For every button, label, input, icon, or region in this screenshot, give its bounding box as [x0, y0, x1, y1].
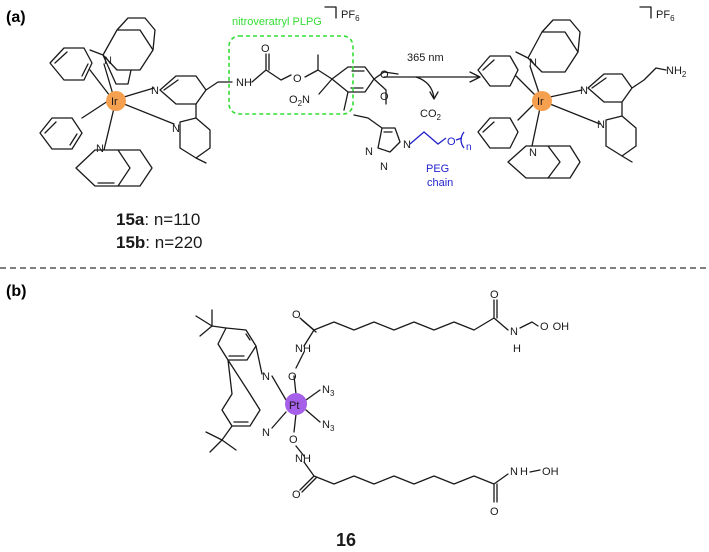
triazole-n-3: N [403, 139, 411, 151]
amide-nh: NH [236, 77, 252, 89]
ir-complex-15: Ir N N N N NH [39, 17, 252, 187]
pt-center [285, 393, 307, 415]
product-ir-center [532, 91, 552, 111]
peg-chain [409, 131, 465, 149]
methoxy-o: O [380, 69, 389, 81]
upper-phenyl [49, 47, 93, 81]
lower-phenyl [39, 117, 83, 150]
azide-lower: N3 [322, 419, 335, 433]
upper-pyridine [217, 327, 263, 375]
tert-butyl-top [195, 309, 227, 337]
carbamate-o-1: O [261, 43, 270, 55]
triazole-n-2: N [380, 161, 388, 173]
wavelength-label: 365 nm [407, 52, 444, 64]
byproduct-co2: CO2 [420, 108, 442, 122]
hydroxamate-n-upper: N [510, 326, 518, 338]
pt-complex-16: Pt N N N3 N3 O O [195, 309, 335, 453]
plpg-highlight-box [228, 35, 354, 115]
compound-16-label: 16 [336, 530, 356, 550]
o-lower: O [289, 434, 298, 446]
ir-center-label: Ir [111, 96, 118, 108]
pt-label: Pt [289, 400, 299, 412]
carbamate-o-2: O [293, 73, 302, 85]
ir-center [106, 91, 126, 111]
bipyridine [159, 75, 233, 164]
peg-label-2: chain [427, 177, 453, 189]
carbonyl-o-lower: O [292, 489, 301, 501]
n-bipy-upper: N [151, 85, 159, 97]
counter-ion-bracket-left [324, 6, 337, 19]
lower-pyridine [221, 359, 261, 427]
carbonyl-o-upper: O [292, 309, 301, 321]
carbamate-linker [251, 53, 333, 83]
product-lower-phenyl [477, 117, 519, 149]
lower-quinoline [75, 149, 153, 187]
product-n-upper: N [529, 57, 537, 69]
hydroxamate-n-lower: N [510, 466, 518, 478]
n-upper-pyridine: N [262, 371, 270, 383]
n-bipy-lower: N [172, 123, 180, 135]
triazole-ring [353, 114, 401, 153]
panel-b-label: (b) [6, 283, 26, 300]
hydroxamate-h-upper: H [513, 343, 521, 355]
compound-15b-label: 15b: n=220 [116, 233, 203, 252]
peg-o: O [447, 136, 456, 148]
product-n-bipy-upper: N [580, 85, 588, 97]
ir-complex-product: Ir N N N N NH2 [477, 19, 687, 179]
upper-quinoline [89, 17, 156, 85]
carbonyl-o-upper-right: O [490, 289, 499, 301]
byproduct-arrow [415, 76, 439, 100]
counter-ion-left: PF6 [341, 9, 360, 23]
counter-ion-right: PF6 [656, 9, 675, 23]
product-lower-quinoline [507, 145, 581, 179]
o-upper: O [288, 371, 297, 383]
product-ir-bonds [515, 65, 601, 147]
ir-bonds [81, 63, 175, 151]
product-bipyridine [587, 67, 667, 163]
plpg-label: nitroveratryl PLPG [232, 16, 322, 28]
nitroveratryl-ring [318, 66, 399, 111]
n-oh-bond-upper [519, 321, 539, 329]
compound-15a-label: 15a: n=110 [116, 210, 200, 229]
hydroxamate-oh-lower: OH [542, 466, 559, 478]
product-upper-quinoline [515, 19, 581, 73]
azide-upper: N3 [322, 384, 335, 398]
triazole-n-1: N [365, 146, 373, 158]
peg-repeat-n: n [466, 142, 472, 153]
product-n-lower: N [529, 147, 537, 159]
reaction-arrow [383, 71, 481, 83]
product-ir-label: Ir [537, 96, 544, 108]
product-upper-phenyl [477, 55, 519, 87]
tert-butyl-bottom [205, 425, 237, 453]
nh-lower: NH [295, 453, 311, 465]
carbonyl-o-lower-right: O [490, 506, 499, 518]
n-lower-quinoline: N [96, 143, 104, 155]
ether-o: O [380, 91, 389, 103]
pt-bonds [271, 375, 321, 433]
counter-ion-bracket-right [639, 6, 652, 19]
product-n-bipy-lower: N [597, 119, 605, 131]
lower-hydroxamate-chain [295, 445, 509, 503]
upper-hydroxamate-chain [295, 299, 509, 369]
nitro-group: O2N [289, 94, 310, 108]
n-oh-bond-lower [529, 469, 541, 473]
n-lower-pyridine: N [262, 427, 270, 439]
nh-upper: NH [295, 343, 311, 355]
peg-label-1: PEG [426, 163, 449, 175]
n-upper-quinoline: N [104, 55, 112, 67]
hydroxamate-h-lower: H [520, 466, 528, 478]
product-amine: NH2 [666, 65, 687, 79]
panel-a-label: (a) [6, 9, 26, 26]
